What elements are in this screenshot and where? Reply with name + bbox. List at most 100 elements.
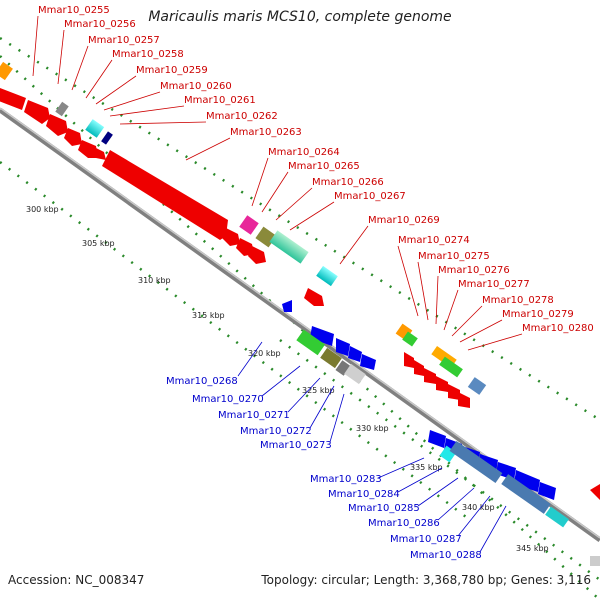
label-0264: Mmar10_0264 [268,147,340,158]
gene-0269 [304,288,324,306]
gene-blue-end [538,482,556,500]
leader-0261 [109,105,185,117]
gene-0275 [414,360,424,376]
tick-330: 330 kbp [356,424,389,433]
label-0256: Mmar10_0256 [64,19,136,30]
gene-olive-r [320,347,342,369]
gene-0258 [46,114,68,136]
gene-0277 [436,376,448,392]
leader-0280 [467,333,523,351]
leader-0275 [417,261,429,321]
leader-0273 [329,393,345,443]
tick-labels: 300 kbp 305 kbp 310 kbp 315 kbp 320 kbp … [26,205,549,553]
gene-0283 [428,430,446,448]
gene-0263 [102,150,228,240]
gene-cyan-a [85,119,105,138]
leader-0283 [377,457,425,479]
gene-steel-r2 [501,474,551,514]
gene-grey [55,101,69,117]
label-0288: Mmar10_0288 [410,550,482,561]
label-0260: Mmar10_0260 [160,81,232,92]
tick-305: 305 kbp [82,239,115,248]
label-0274: Mmar10_0274 [398,235,470,246]
label-0283: Mmar10_0283 [310,474,382,485]
leader-0270 [261,365,301,397]
label-0276: Mmar10_0276 [438,265,510,276]
label-0266: Mmar10_0266 [312,177,384,188]
label-0257: Mmar10_0257 [88,35,160,46]
reverse-leaders [237,341,507,553]
label-0262: Mmar10_0262 [206,111,278,122]
leader-0265 [261,171,289,213]
label-0258: Mmar10_0258 [112,49,184,60]
label-0277: Mmar10_0277 [458,279,530,290]
gene-steelblue [467,377,487,395]
leader-0263 [185,137,231,161]
gene-0271b [348,346,362,362]
leader-0268 [237,341,263,377]
tick-320: 320 kbp [248,349,281,358]
gene-0287 [496,462,516,480]
gene-0268 [282,300,292,312]
label-0275: Mmar10_0275 [418,251,490,262]
leader-0257 [71,45,89,91]
leader-0269 [339,225,369,265]
gene-silver-r [344,363,366,385]
tick-335: 335 kbp [410,463,443,472]
gene-cyan-r2 [545,506,569,528]
gene-red-edge [590,484,600,500]
label-0259: Mmar10_0259 [136,65,208,76]
leader-0262 [119,121,207,125]
gene-0266 [248,246,266,264]
gene-0260 [78,140,98,158]
leader-0266 [275,187,313,221]
accession-text: Accession: NC_008347 [8,573,145,587]
leader-0264 [251,157,269,207]
gene-0279 [458,392,470,408]
gene-green-b [402,331,418,347]
gene-0265 [236,238,254,256]
gene-0257 [24,100,50,124]
label-0278: Mmar10_0278 [482,295,554,306]
label-0280: Mmar10_0280 [522,323,594,334]
gene-0288 [514,470,540,492]
leader-0276 [435,275,439,325]
gene-0273 [360,354,376,370]
gene-0278 [448,384,460,400]
leader-0258 [85,59,113,99]
gene-0256 [0,88,26,110]
label-0255: Mmar10_0255 [38,5,110,16]
leader-0284 [397,467,443,493]
label-0284: Mmar10_0284 [328,489,400,500]
leader-0255 [32,15,39,77]
gene-magenta [239,215,259,235]
leader-0277 [443,289,459,331]
leader-0286 [437,487,475,521]
label-0285: Mmar10_0285 [348,503,420,514]
label-0263: Mmar10_0263 [230,127,302,138]
gene-silver-edge [590,556,600,566]
gene-orange [0,61,13,81]
reverse-gene-labels: Mmar10_0268 Mmar10_0270 Mmar10_0271 Mmar… [166,376,482,561]
gene-cyan-b [316,265,338,287]
leader-0267 [289,201,335,231]
label-0265: Mmar10_0265 [288,161,360,172]
leader-0272 [309,385,335,429]
label-0267: Mmar10_0267 [334,191,406,202]
gene-0270 [310,326,334,346]
topology-text: Topology: circular; Length: 3,368,780 bp… [261,573,591,587]
leader-0278 [451,305,483,337]
leader-0288 [479,505,507,553]
label-0269: Mmar10_0269 [368,215,440,226]
tick-310: 310 kbp [138,276,171,285]
gene-0259 [64,128,82,146]
dotted-line-bottom [279,339,600,581]
tick-325: 325 kbp [302,386,335,395]
tick-300: 300 kbp [26,205,59,214]
gene-0276 [424,368,436,384]
leader-0285 [417,477,459,507]
gene-0264 [222,228,240,246]
forward-leaders [32,15,523,351]
reverse-genes [282,300,600,566]
